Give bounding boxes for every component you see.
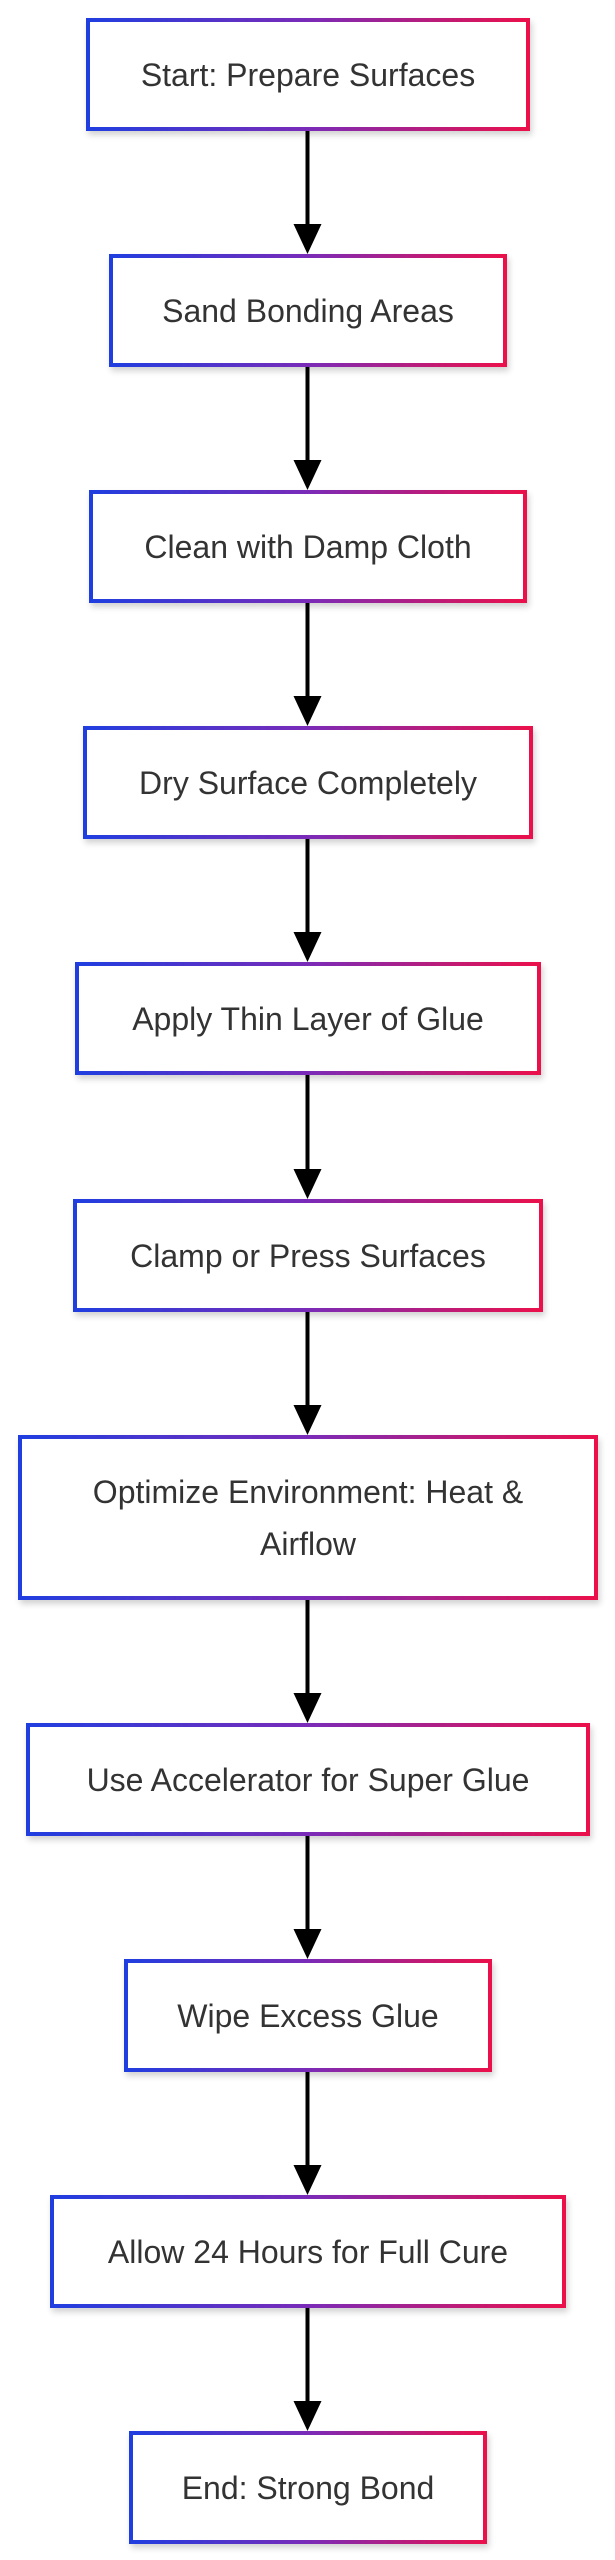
arrowhead-icon [293,1405,322,1435]
node-clamp-label: Clamp or Press Surfaces [130,1237,486,1274]
edge-apply-to-clamp [293,1075,322,1199]
node-dry-label: Dry Surface Completely [139,764,477,801]
node-apply: Apply Thin Layer of Glue [75,962,541,1075]
node-wipe-label: Wipe Excess Glue [177,1997,439,2034]
node-optimize-label: Optimize Environment: Heat & Airflow [92,1473,524,1562]
node-cure: Allow 24 Hours for Full Cure [50,2195,566,2308]
node-sand: Sand Bonding Areas [109,254,507,367]
node-wipe: Wipe Excess Glue [124,1959,492,2072]
arrowhead-icon [293,2165,322,2195]
node-accelerator-label: Use Accelerator for Super Glue [86,1761,530,1798]
edge-optimize-to-accelerator [293,1600,322,1723]
node-accelerator: Use Accelerator for Super Glue [26,1723,590,1836]
node-cure-label: Allow 24 Hours for Full Cure [107,2233,509,2270]
node-start: Start: Prepare Surfaces [86,18,530,131]
node-clean: Clean with Damp Cloth [89,490,527,603]
arrowhead-icon [293,932,322,962]
edge-wipe-to-cure [293,2072,322,2195]
node-apply-label: Apply Thin Layer of Glue [132,1000,484,1037]
arrowhead-icon [293,460,322,490]
edge-clamp-to-optimize [293,1312,322,1435]
node-start-label: Start: Prepare Surfaces [140,56,476,93]
arrowhead-icon [293,224,322,254]
arrowhead-icon [293,1169,322,1199]
arrowhead-icon [293,1693,322,1723]
edge-dry-to-apply [293,839,322,962]
node-clean-label: Clean with Damp Cloth [144,528,472,565]
node-end-label: End: Strong Bond [181,2469,435,2506]
edge-cure-to-end [293,2308,322,2431]
node-dry: Dry Surface Completely [83,726,533,839]
edge-sand-to-clean [293,367,322,490]
node-sand-label: Sand Bonding Areas [162,292,454,329]
arrowhead-icon [293,2401,322,2431]
edge-start-to-sand [293,131,322,254]
arrowhead-icon [293,696,322,726]
edge-clean-to-dry [293,603,322,726]
node-optimize: Optimize Environment: Heat & Airflow [18,1435,598,1600]
arrowhead-icon [293,1929,322,1959]
node-end: End: Strong Bond [129,2431,487,2544]
edge-accelerator-to-wipe [293,1836,322,1959]
node-clamp: Clamp or Press Surfaces [73,1199,543,1312]
